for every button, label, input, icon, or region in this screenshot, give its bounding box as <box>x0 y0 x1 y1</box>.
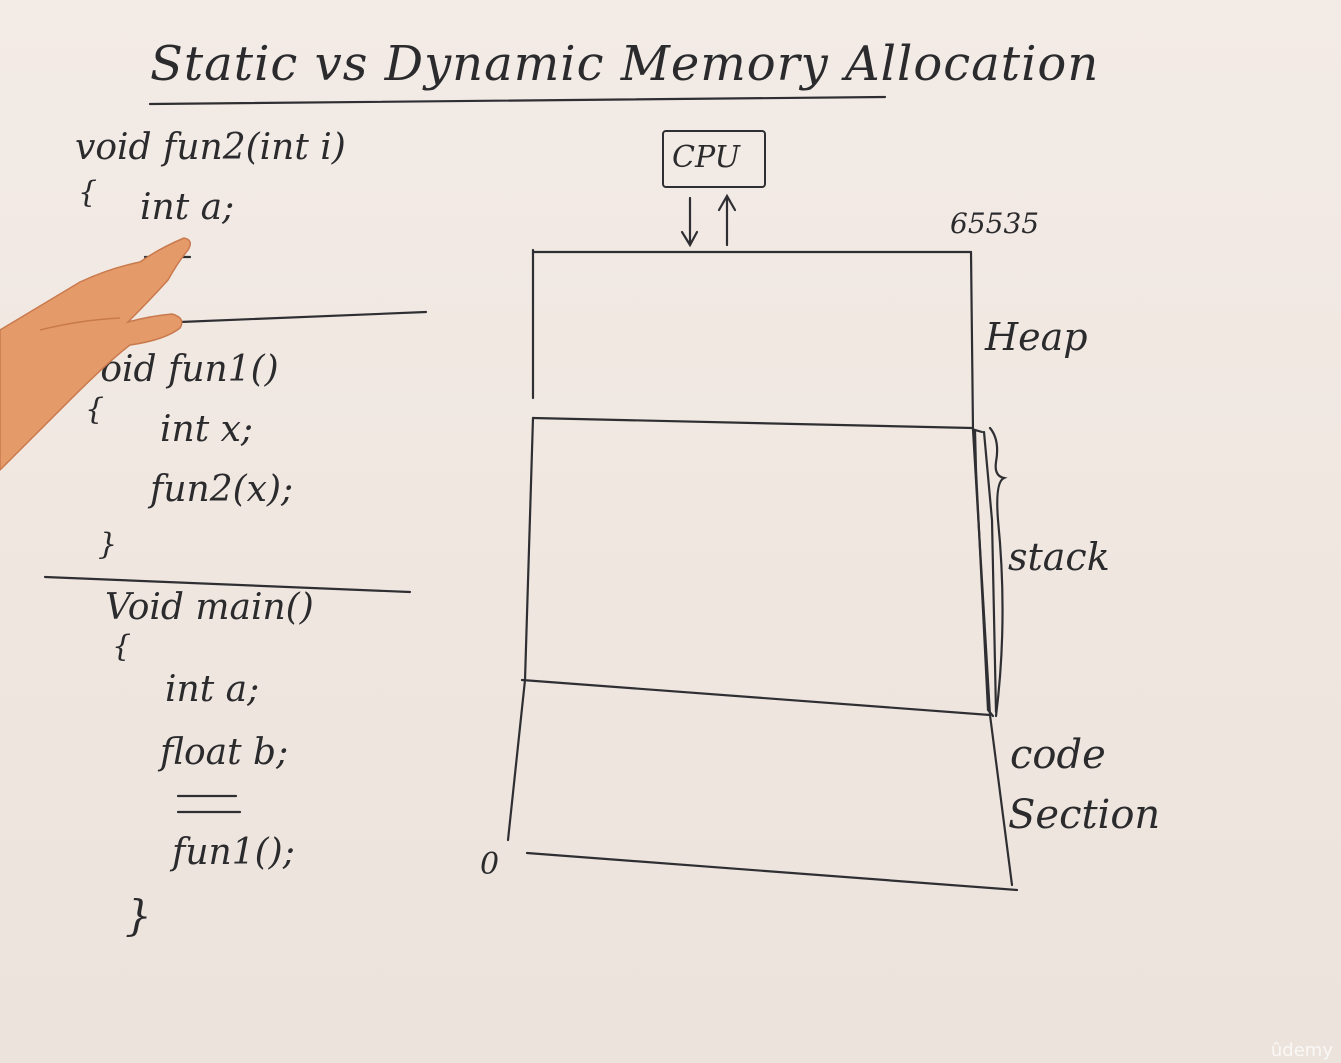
code-fun1-open-brace: { <box>85 392 105 427</box>
code-fun2-signature: void fun2(int i) <box>75 127 346 168</box>
memory-left-wall <box>506 248 535 842</box>
pointing-hand-icon <box>0 237 191 472</box>
code-fun1-call: fun2(x); <box>150 469 294 510</box>
cpu-label: CPU <box>672 140 740 175</box>
code-section-label-line2: Section <box>1008 792 1161 838</box>
bottom-address-label: 0 <box>480 847 500 882</box>
heap-stack-divider <box>531 416 974 430</box>
stack-code-divider <box>520 678 992 717</box>
code-section-label-line1: code <box>1010 732 1106 778</box>
stack-brace <box>988 426 1008 718</box>
code-fun2-var: int a; <box>140 187 235 228</box>
code-main-var-a: int a; <box>165 669 260 710</box>
cpu-box <box>662 130 766 188</box>
code-fun1-close-brace: } <box>98 527 118 562</box>
code-fun2-open-brace: { <box>78 175 98 210</box>
title-underline <box>148 95 887 106</box>
code-divider-1 <box>178 310 428 324</box>
code-main-open-brace: { <box>112 629 132 664</box>
board-title: Static vs Dynamic Memory Allocation <box>150 36 1100 92</box>
stack-bracket <box>973 428 998 718</box>
heap-label: Heap <box>985 315 1088 359</box>
code-main-signature: Void main() <box>105 587 314 628</box>
udemy-watermark: ûdemy <box>1270 1040 1333 1061</box>
top-address-label: 65535 <box>950 207 1040 240</box>
code-main-var-b: float b; <box>160 732 289 773</box>
memory-bottom-line <box>525 851 1019 892</box>
code-main-call: fun1(); <box>172 832 295 873</box>
code-fun1-var: int x; <box>160 409 254 450</box>
stack-label: stack <box>1008 535 1110 579</box>
cpu-arrow-down <box>680 196 699 248</box>
code-divider-2 <box>43 575 412 594</box>
code-main-close-brace: } <box>125 891 152 940</box>
cpu-arrow-up <box>717 193 737 247</box>
